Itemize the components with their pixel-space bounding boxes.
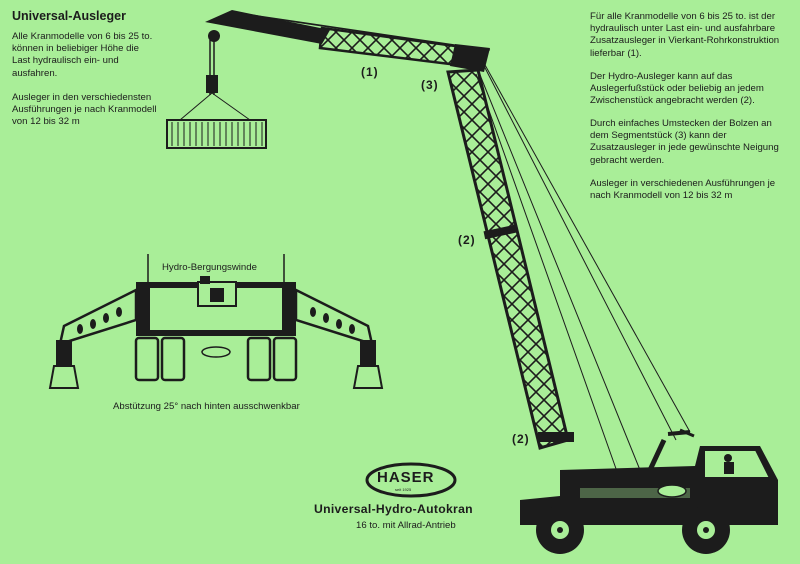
outrigger-diagram [48, 254, 384, 389]
right-paragraph-2: Der Hydro-Ausleger kann auf das Ausleger… [590, 71, 764, 107]
callout-segment: (3) [421, 78, 439, 92]
callout-jib: (1) [361, 65, 379, 79]
crane-load [166, 40, 267, 149]
callout-boom-middle: (2) [458, 233, 476, 247]
left-paragraph-2: Ausleger in den verschiedensten Ausführu… [12, 92, 157, 128]
main-boom [446, 68, 574, 450]
winch-label: Hydro-Bergungswinde [162, 262, 257, 273]
outrigger-caption: Abstützung 25° nach hinten ausschwenkbar [113, 401, 300, 412]
left-paragraph-1: Alle Kranmodelle von 6 bis 25 to. können… [12, 31, 153, 79]
truck [520, 446, 778, 554]
product-name: Universal-Hydro-Autokran [314, 502, 473, 516]
logo-subtext: seit 1925 [395, 487, 412, 492]
right-paragraph-1: Für alle Kranmodelle von 6 bis 25 to. is… [590, 11, 780, 59]
callout-boom-base: (2) [512, 432, 530, 446]
logo-text: HASER [377, 469, 435, 486]
boom-cables [231, 11, 695, 481]
right-paragraph-3: Durch einfaches Umstecken der Bolzen an … [590, 118, 779, 166]
left-heading: Universal-Ausleger [12, 9, 126, 23]
right-paragraph-4: Ausleger in verschiedenen Ausführungen j… [590, 178, 776, 202]
hydro-jib [205, 10, 490, 72]
haser-logo [365, 462, 457, 498]
product-subtitle: 16 to. mit Allrad-Antrieb [356, 520, 456, 531]
